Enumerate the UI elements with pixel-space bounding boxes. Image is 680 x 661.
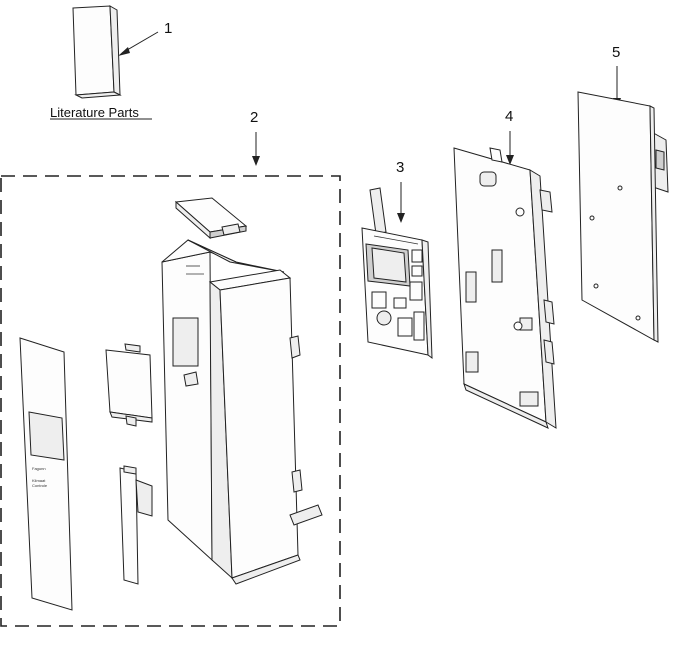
part-2-keypad-membrane[interactable] <box>105 343 153 427</box>
part-1-literature-booklet[interactable] <box>72 5 122 99</box>
part-4-mounting-bracket[interactable] <box>453 147 557 429</box>
part-2-front-overlay[interactable]: Fagunn Klimaat Controle <box>19 337 73 611</box>
part-5-back-plate[interactable] <box>577 91 669 343</box>
part-2-trim-strip[interactable] <box>119 465 153 585</box>
part-3-control-board[interactable] <box>361 187 433 360</box>
callout-3-leader <box>397 182 405 223</box>
literature-caption: Literature Parts <box>50 105 139 120</box>
overlay-display-window <box>28 411 65 461</box>
callout-2-label: 2 <box>250 109 258 126</box>
callout-1-label: 1 <box>164 20 172 37</box>
ribbon-cable <box>369 187 387 235</box>
callout-4-leader <box>506 131 514 165</box>
callout-2-leader <box>252 132 260 166</box>
overlay-line-1: Klimaat <box>32 478 46 483</box>
callout-3-label: 3 <box>396 159 404 176</box>
overlay-brand: Fagunn <box>32 466 46 471</box>
overlay-line-2: Controle <box>32 483 48 488</box>
part-2-main-housing[interactable] <box>161 239 323 585</box>
callout-4-label: 4 <box>505 108 513 125</box>
callout-1-leader <box>118 31 159 56</box>
part-2-assembly-boundary <box>0 175 341 627</box>
callout-5-label: 5 <box>612 44 620 61</box>
housing-display-cutout <box>172 317 199 367</box>
board-capacitor <box>376 310 392 326</box>
part-2-top-tab[interactable] <box>174 197 248 240</box>
